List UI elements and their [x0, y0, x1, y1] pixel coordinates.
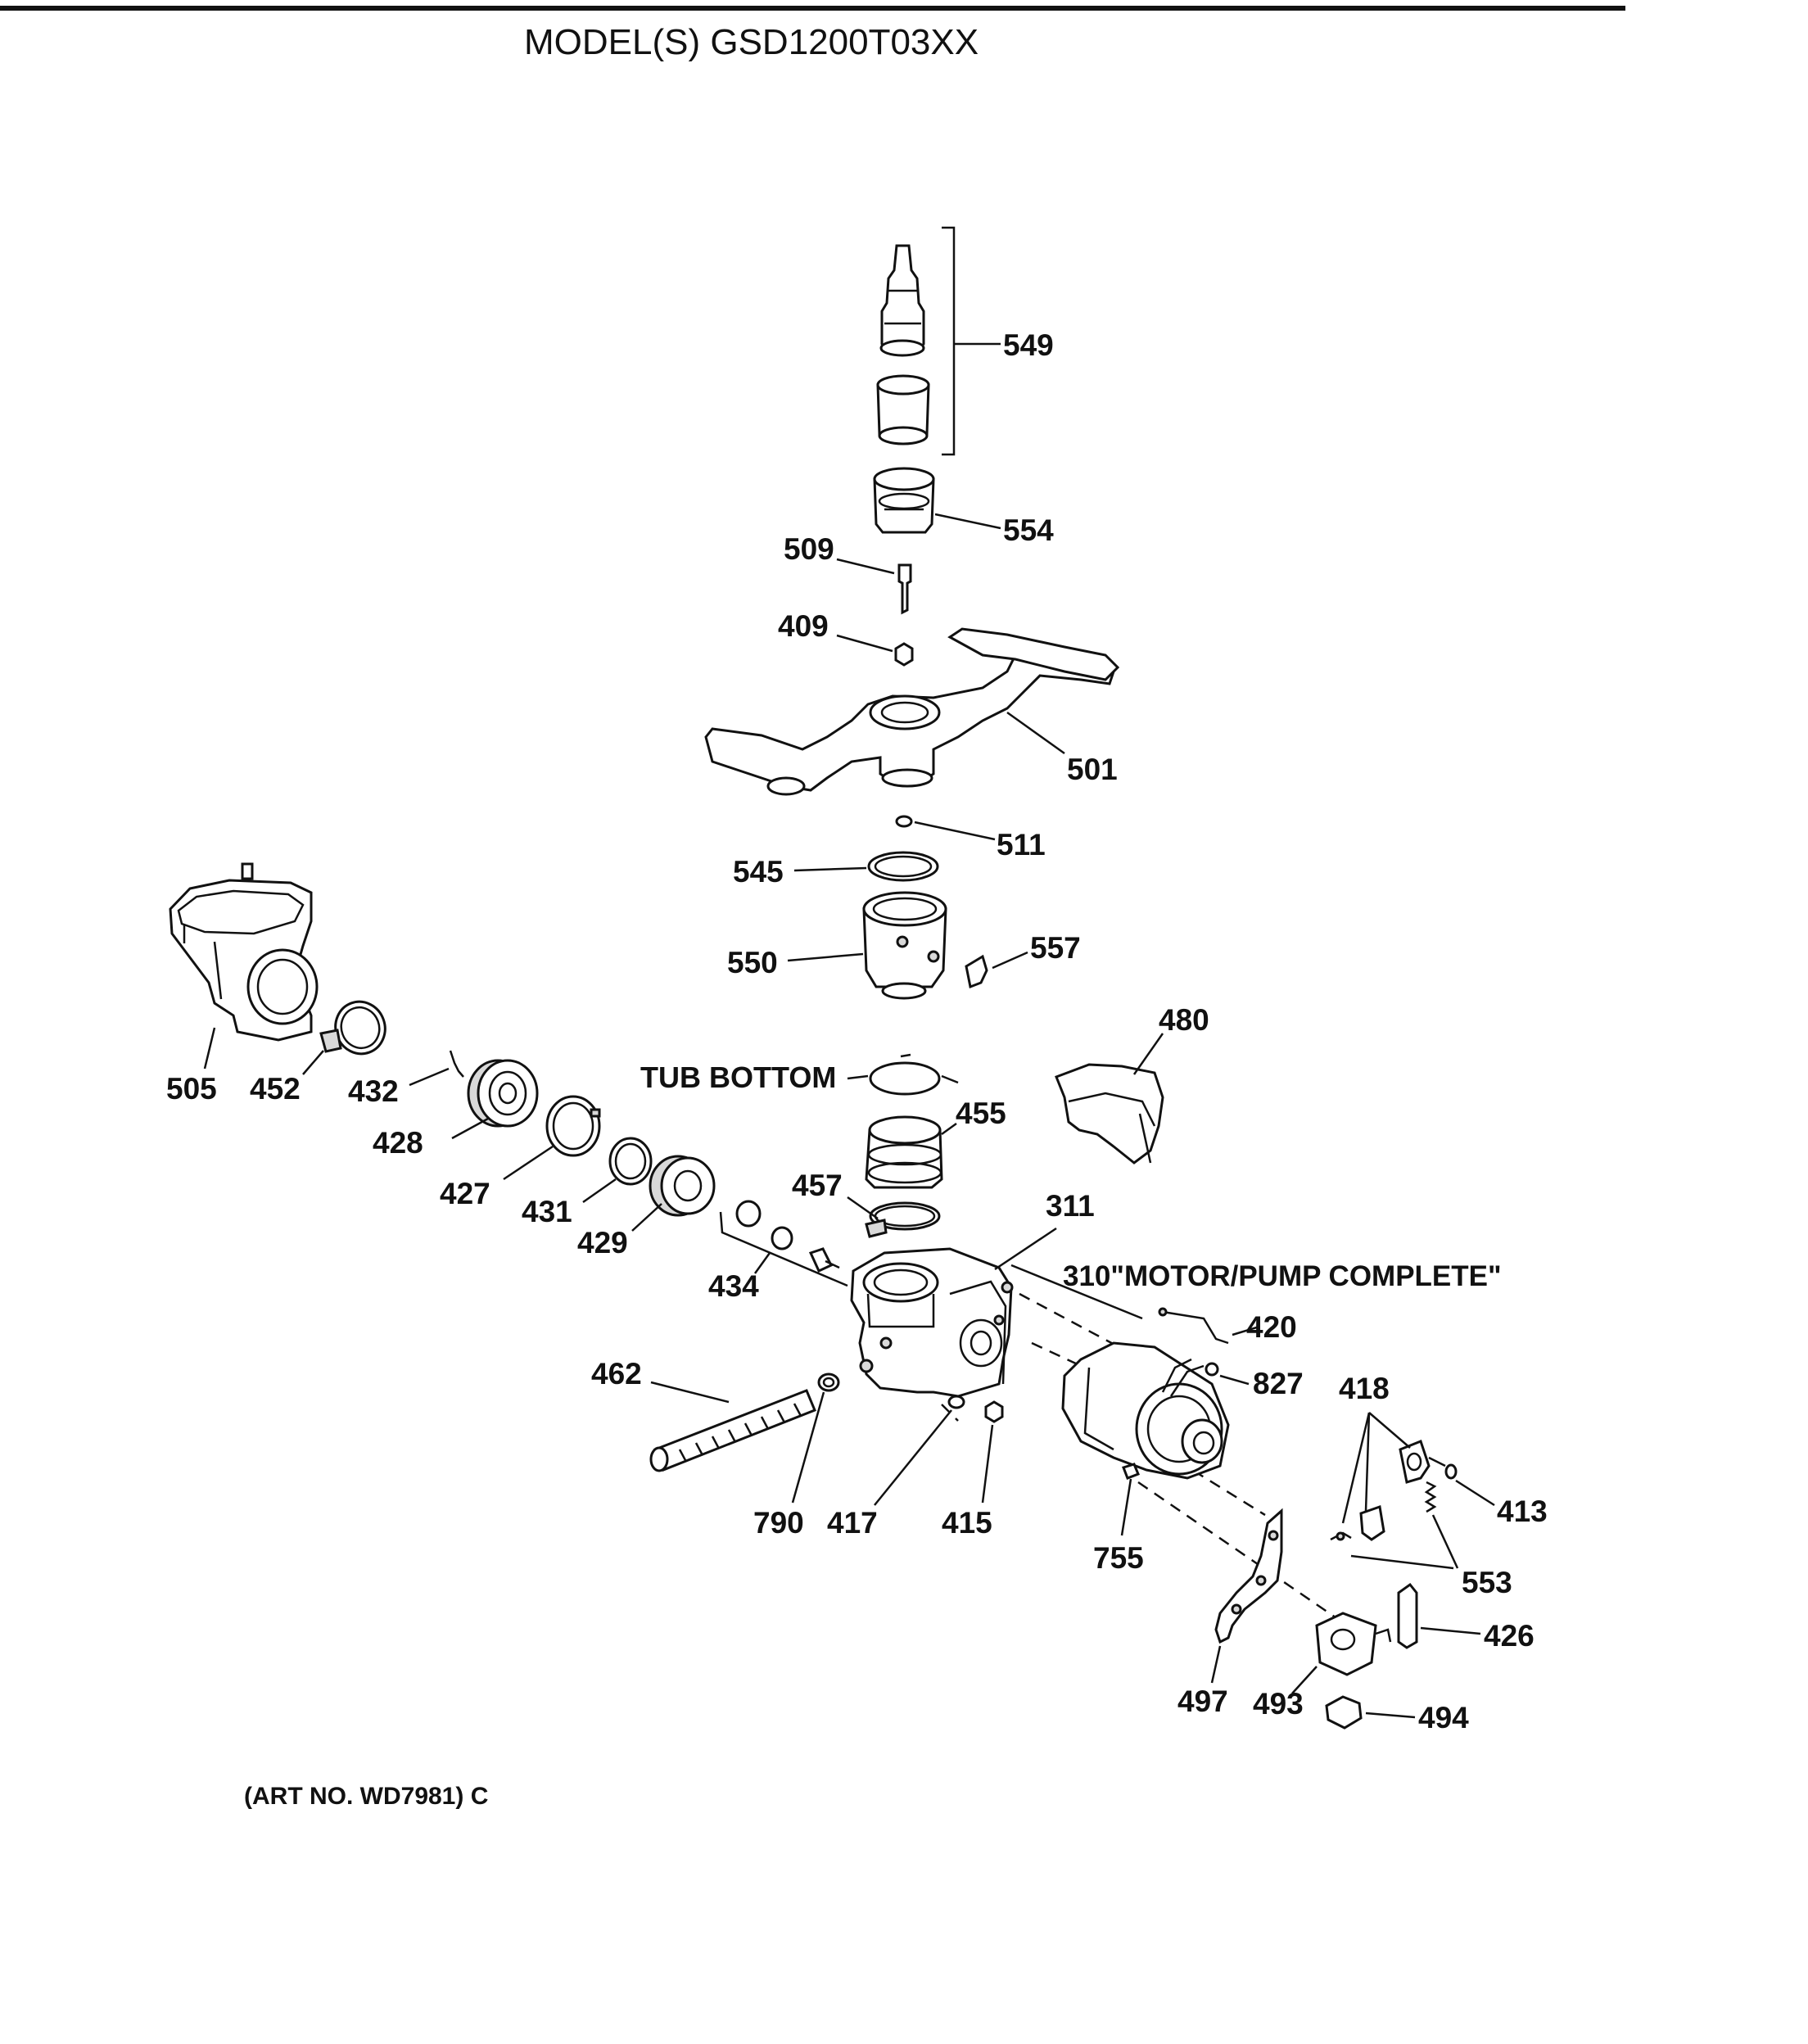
tub-bottom-label: TUB BOTTOM	[640, 1060, 836, 1094]
part-label-790: 790	[753, 1506, 804, 1540]
part-label-418: 418	[1339, 1372, 1390, 1405]
part-label-432: 432	[348, 1074, 399, 1108]
tub-bottom-gasket	[847, 1053, 959, 1096]
part-motor-assembly	[1061, 1341, 1230, 1480]
part-427-seal-ring	[503, 1095, 601, 1181]
part-label-553: 553	[1462, 1566, 1512, 1599]
part-label-429: 429	[577, 1226, 628, 1259]
part-420-wire	[1158, 1307, 1260, 1345]
part-label-501: 501	[1067, 753, 1118, 786]
model-title: MODEL(S) GSD1200T03XX	[524, 22, 979, 62]
part-550-hub	[787, 891, 947, 1000]
part-434-hardware-kit	[719, 1200, 848, 1287]
part-label-505: 505	[166, 1072, 217, 1106]
part-409-nut	[836, 634, 914, 667]
part-462-worm-spring	[649, 1381, 816, 1472]
part-label-480: 480	[1159, 1003, 1209, 1037]
part-label-462: 462	[591, 1357, 642, 1391]
part-label-415: 415	[942, 1506, 992, 1540]
part-452-hose-clamp	[302, 1000, 386, 1075]
part-413-nut	[1428, 1456, 1495, 1507]
part-509-screw	[836, 558, 912, 615]
motor-pump-complete-label: 310"MOTOR/PUMP COMPLETE"	[1063, 1260, 1502, 1292]
part-label-494: 494	[1418, 1701, 1469, 1734]
part-755-screw	[1120, 1463, 1140, 1536]
part-429-impeller	[631, 1155, 716, 1232]
part-label-409: 409	[778, 609, 829, 643]
part-428-filter-disc	[451, 1059, 539, 1140]
part-label-755: 755	[1093, 1541, 1144, 1575]
part-label-557: 557	[1030, 931, 1081, 965]
part-label-511: 511	[997, 828, 1046, 861]
art-number: (ART NO. WD7981) C	[244, 1783, 488, 1810]
part-827-screw	[1205, 1362, 1250, 1386]
part-label-413: 413	[1497, 1495, 1548, 1528]
part-label-550: 550	[727, 946, 778, 979]
part-label-549: 549	[1003, 328, 1054, 362]
part-label-311: 311	[1046, 1189, 1095, 1223]
part-493-solenoid	[1291, 1612, 1392, 1694]
part-label-434: 434	[708, 1269, 759, 1303]
part-426-pin	[1397, 1582, 1481, 1649]
part-455-boot	[865, 1115, 957, 1189]
part-417-washer	[874, 1395, 965, 1506]
part-label-417: 417	[827, 1506, 878, 1540]
part-497-bracket	[1210, 1508, 1283, 1684]
part-553-spring	[1350, 1481, 1459, 1570]
part-label-428: 428	[373, 1126, 423, 1160]
part-label-452: 452	[250, 1072, 301, 1106]
part-label-827: 827	[1253, 1367, 1304, 1400]
part-label-509: 509	[784, 532, 834, 566]
part-311-pump-housing	[850, 1227, 1057, 1398]
part-label-420: 420	[1246, 1310, 1297, 1344]
motor-pump-leader	[1010, 1264, 1143, 1320]
part-545-retaining-ring	[793, 851, 939, 882]
part-label-493: 493	[1253, 1687, 1304, 1721]
part-label-497: 497	[1177, 1684, 1228, 1718]
part-494-plunger	[1325, 1695, 1416, 1730]
part-415-nut	[981, 1400, 1004, 1504]
part-557-clip	[965, 951, 1028, 989]
part-label-427: 427	[440, 1177, 490, 1210]
part-790-clamp	[791, 1372, 840, 1504]
part-554-nozzle-base	[873, 467, 1001, 534]
part-480-deflector	[1055, 1033, 1164, 1164]
part-label-455: 455	[956, 1097, 1006, 1130]
part-label-426: 426	[1484, 1619, 1535, 1653]
part-457-clamp	[847, 1196, 941, 1238]
part-label-554: 554	[1003, 513, 1054, 547]
part-505-sump-housing	[169, 862, 319, 1069]
part-549-nozzle-assembly	[876, 226, 1001, 456]
part-432-spring	[409, 1050, 464, 1087]
part-label-431: 431	[522, 1195, 572, 1228]
part-501-lower-spray-arm	[704, 627, 1120, 796]
part-label-457: 457	[792, 1169, 843, 1202]
part-511-washer	[895, 815, 996, 841]
part-418-switch-bracket	[1330, 1412, 1431, 1541]
part-label-545: 545	[733, 855, 784, 889]
part-431-ring	[582, 1137, 653, 1204]
